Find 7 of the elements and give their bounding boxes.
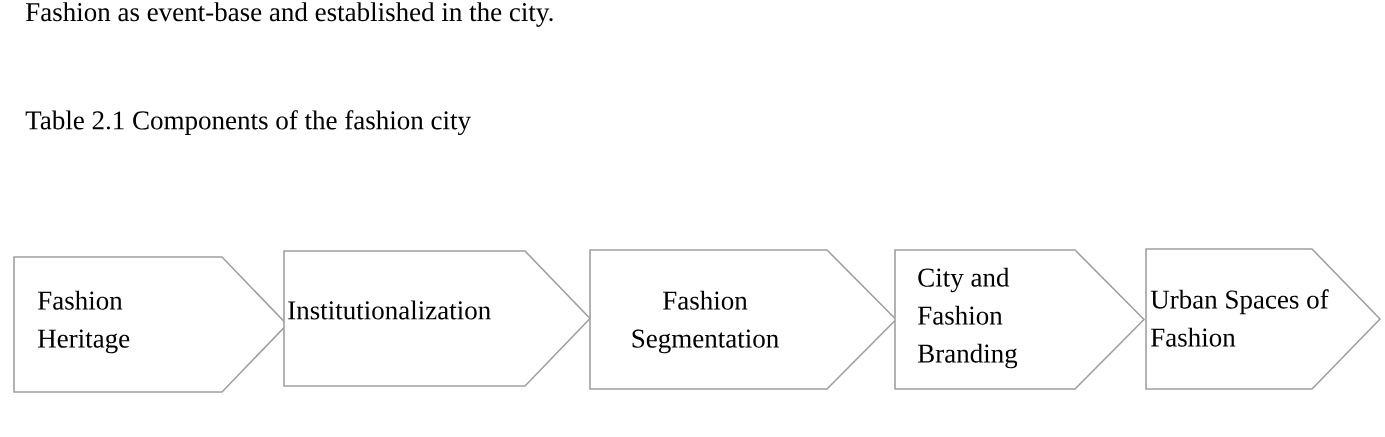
chevron-box: Fashion Segmentation bbox=[589, 249, 898, 390]
table-caption: Table 2.1 Components of the fashion city bbox=[25, 110, 471, 136]
chevron-box: Fashion Heritage bbox=[13, 256, 289, 393]
chevron-box: Urban Spaces of Fashion bbox=[1145, 248, 1382, 390]
body-text: Fashion as event-base and established in the city. bbox=[26, 2, 553, 27]
chevron-box: Institutionalization bbox=[283, 250, 592, 387]
chevron-box: City and Fashion Branding bbox=[894, 249, 1146, 390]
